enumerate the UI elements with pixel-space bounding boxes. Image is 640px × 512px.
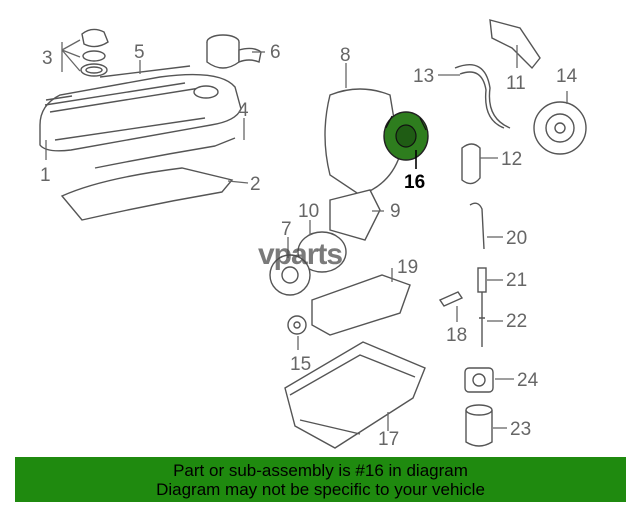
callout-21[interactable]: 21 xyxy=(506,270,527,291)
callout-4[interactable]: 4 xyxy=(238,100,249,121)
oil-filter-part xyxy=(465,404,493,447)
callout-12[interactable]: 12 xyxy=(501,149,522,170)
breather-part xyxy=(206,34,262,69)
watermark-text: vparts xyxy=(258,238,343,271)
tensioner-pulley-part xyxy=(383,111,429,161)
belt-cover-part xyxy=(489,19,541,70)
camshaft-sprocket-part xyxy=(533,101,587,155)
callout-16[interactable]: 16 xyxy=(404,172,425,193)
rear-timing-cover-part xyxy=(329,189,381,241)
timing-cover-part xyxy=(324,88,401,196)
callout-20[interactable]: 20 xyxy=(506,228,527,249)
callout-22[interactable]: 22 xyxy=(506,311,527,332)
crank-gear-part xyxy=(287,315,307,335)
crank-pulley-part xyxy=(269,254,311,296)
oil-filler-cap-part xyxy=(80,28,109,77)
timing-belt-part xyxy=(454,64,511,129)
info-banner: Part or sub-assembly is #16 in diagram D… xyxy=(15,457,626,502)
exploded-parts-diagram: 1 2 3 4 5 6 7 8 9 10 11 12 13 14 15 16 1… xyxy=(39,19,587,450)
pan-gasket-part xyxy=(60,167,234,221)
callout-23[interactable]: 23 xyxy=(510,419,531,440)
vparts-watermark-logo: vparts xyxy=(258,238,343,272)
callout-labels: 1 2 3 4 5 6 7 8 9 10 11 12 13 14 15 16 1… xyxy=(40,42,578,450)
callout-14[interactable]: 14 xyxy=(556,66,578,87)
callout-11[interactable]: 11 xyxy=(506,73,526,94)
oil-baffle-part xyxy=(311,274,411,336)
callout-13[interactable]: 13 xyxy=(413,66,434,87)
dipstick-part xyxy=(469,202,487,347)
callout-9[interactable]: 9 xyxy=(390,201,401,222)
oil-pan-part xyxy=(284,341,426,449)
callout-15[interactable]: 15 xyxy=(290,354,311,375)
banner-line-2: Diagram may not be specific to your vehi… xyxy=(156,479,485,499)
callout-5[interactable]: 5 xyxy=(134,42,145,63)
seal-plate-part xyxy=(297,231,347,273)
valve-cover-gasket-part xyxy=(99,65,191,78)
filter-housing-part xyxy=(464,367,494,393)
callout-17[interactable]: 17 xyxy=(378,429,399,450)
leader-lines xyxy=(45,39,568,431)
callout-7[interactable]: 7 xyxy=(281,219,292,240)
callout-24[interactable]: 24 xyxy=(517,370,539,391)
callout-3[interactable]: 3 xyxy=(42,48,53,69)
callout-1[interactable]: 1 xyxy=(40,165,51,186)
callout-10[interactable]: 10 xyxy=(298,201,319,222)
callout-6[interactable]: 6 xyxy=(270,42,281,63)
callout-8[interactable]: 8 xyxy=(340,45,351,66)
belt-guard-part xyxy=(461,143,481,185)
sensor-part xyxy=(438,291,464,307)
callout-19[interactable]: 19 xyxy=(397,257,418,278)
callout-2[interactable]: 2 xyxy=(250,174,261,195)
banner-line-1: Part or sub-assembly is #16 in diagram xyxy=(173,460,468,480)
valve-cover-part xyxy=(39,73,242,152)
cover-gasket-part xyxy=(94,137,236,169)
callout-18[interactable]: 18 xyxy=(446,325,467,346)
